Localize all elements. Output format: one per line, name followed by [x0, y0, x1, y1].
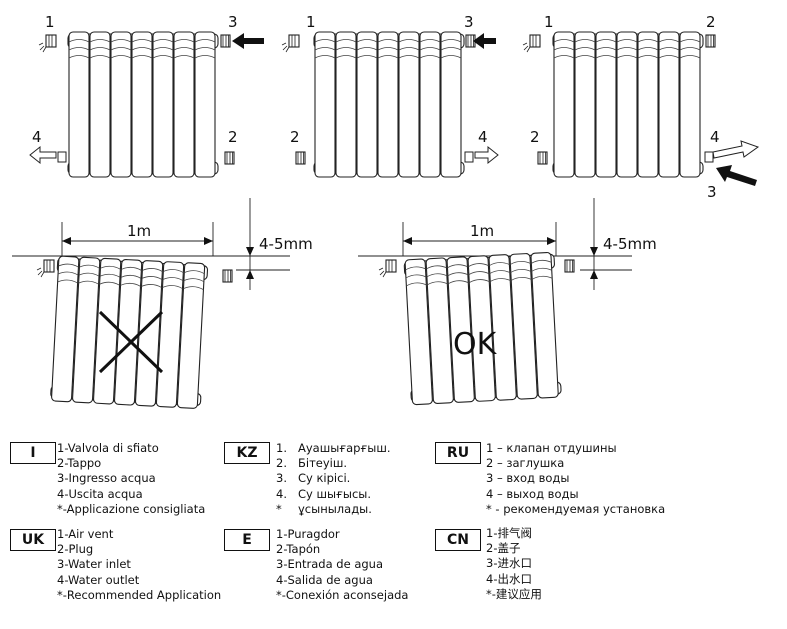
- legend-line: *-建议应用: [486, 586, 542, 601]
- outlet-arrow-icon: [29, 145, 57, 165]
- legend-number: 1.: [276, 441, 287, 455]
- air-vent-icon: [378, 259, 397, 278]
- legend-line: 3-Ingresso acqua: [57, 471, 156, 486]
- legend-number: *: [276, 501, 282, 516]
- language-code-box: RU: [435, 442, 481, 464]
- legend-line: Су шығысы.: [298, 486, 372, 501]
- language-code-box: I: [10, 442, 56, 464]
- label-1: 1: [45, 13, 55, 31]
- air-vent-icon: [38, 34, 57, 53]
- plug-icon: [295, 151, 306, 165]
- label-3: 3: [228, 13, 238, 31]
- outlet-arrow-icon: [474, 145, 499, 165]
- legend-line: 3-Entrada de agua: [276, 557, 384, 572]
- install-wrong: 1m 4-5mm: [12, 198, 313, 410]
- air-vent-icon: [281, 34, 300, 53]
- plug-icon: [224, 151, 235, 165]
- inlet-arrow-icon: [232, 33, 264, 49]
- legend-line: *-Applicazione consigliata: [57, 501, 206, 516]
- legend-line: 2 – заглушка: [486, 456, 565, 471]
- legend-number: 3.: [276, 471, 287, 486]
- legend-line: 4-出水口: [486, 571, 532, 586]
- label-2: 2: [530, 128, 540, 146]
- plug-icon: [220, 34, 231, 48]
- legend-number: 4.: [276, 486, 287, 501]
- language-code-box: UK: [10, 529, 56, 551]
- label-1: 1: [306, 13, 316, 31]
- plug-icon: [537, 151, 548, 165]
- legend-line: 2-Tappo: [57, 456, 102, 471]
- legend-line: 3-进水口: [486, 556, 532, 571]
- label-1: 1: [544, 13, 554, 31]
- radiator-top-middle: 1 3 2 4: [281, 13, 499, 178]
- width-label: 1m: [127, 222, 151, 240]
- legend-line: 1-Puragdor: [276, 527, 340, 541]
- legend-line: 1-Air vent: [57, 527, 114, 541]
- label-3: 3: [464, 13, 474, 31]
- label-4: 4: [710, 128, 720, 146]
- gap-label: 4-5mm: [603, 235, 657, 253]
- label-2: 2: [706, 13, 716, 31]
- legend-line: 1-Valvola di sfiato: [57, 441, 159, 455]
- language-code-box: E: [224, 529, 270, 551]
- language-code-box: CN: [435, 529, 481, 551]
- gap-label: 4-5mm: [259, 235, 313, 253]
- language-code-box: KZ: [224, 442, 270, 464]
- legend-line: 4 – выход воды: [486, 486, 579, 501]
- legend-line: 3 – вход воды: [486, 471, 570, 486]
- legend-line: *-Conexión aconsejada: [276, 587, 409, 602]
- legend-line: 2-Tapón: [276, 542, 321, 557]
- air-vent-icon: [36, 259, 55, 278]
- legend-line: 3-Water inlet: [57, 557, 131, 572]
- radiator-top-left: 1 3 4 2: [29, 13, 264, 178]
- install-ok: 1m 4-5mm OK: [358, 198, 657, 406]
- legend-line: 1 – клапан отдушины: [486, 441, 617, 455]
- plug-icon: [564, 259, 575, 273]
- inlet-arrow-icon: [716, 165, 757, 186]
- plug-icon: [705, 34, 716, 48]
- label-2: 2: [290, 128, 300, 146]
- legend-line: Ауашығарғыш.: [298, 441, 391, 455]
- legend-line: ұсынылады.: [298, 501, 372, 516]
- label-4: 4: [478, 128, 488, 146]
- legend-line: 2-Plug: [57, 542, 94, 557]
- legend-line: 1-排气阀: [486, 526, 532, 540]
- legend-line: * - рекомендуемая установка: [486, 501, 666, 516]
- label-2: 2: [228, 128, 238, 146]
- legend-line: *-Recommended Application: [57, 587, 222, 602]
- plug-icon: [222, 269, 233, 283]
- legend-number: 2.: [276, 456, 287, 471]
- ok-label: OK: [453, 327, 498, 362]
- inlet-arrow-icon: [473, 33, 496, 49]
- legend-line: 4-Salida de agua: [276, 572, 373, 587]
- width-label: 1m: [470, 222, 494, 240]
- label-4: 4: [32, 128, 42, 146]
- legend-line: 4-Uscita acqua: [57, 486, 143, 501]
- radiator-top-right: 1 2 2 4 3: [522, 13, 760, 201]
- wrong-cross-icon: [98, 310, 164, 374]
- outlet-arrow-icon: [712, 140, 760, 159]
- legend-line: Су кірісі.: [298, 471, 351, 486]
- legend-line: 2-盖子: [486, 541, 521, 556]
- label-3: 3: [707, 183, 717, 201]
- legend-line: 4-Water outlet: [57, 572, 140, 587]
- installation-diagrams: 1 3 4 2 1 3 2 4 1 2 2 4 3: [12, 13, 760, 410]
- air-vent-icon: [522, 34, 541, 53]
- legend-line: Бітеуіш.: [298, 456, 348, 471]
